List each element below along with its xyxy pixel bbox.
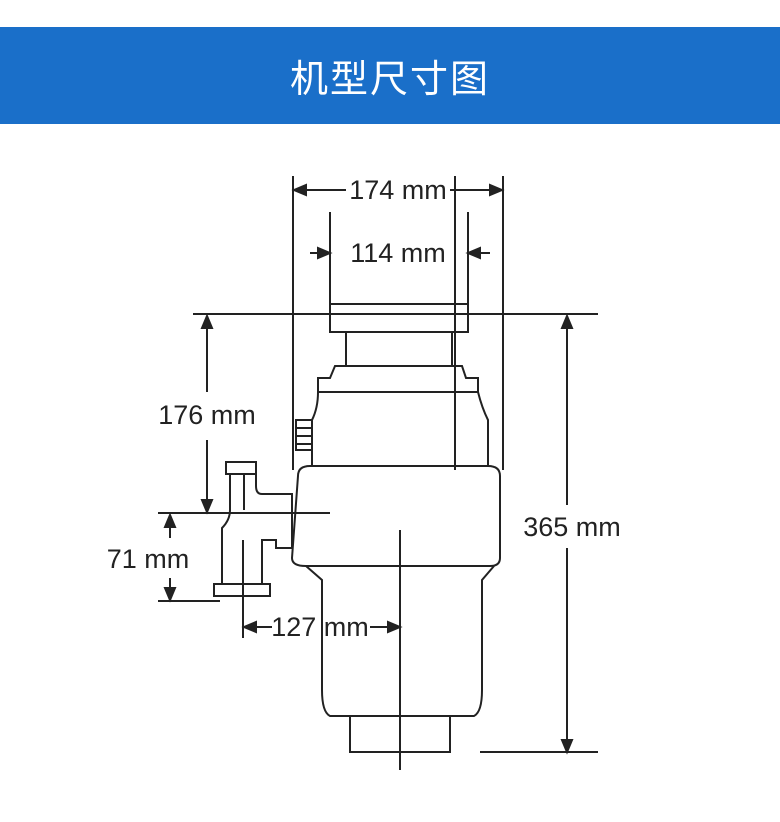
pipe-top-ring <box>225 461 257 475</box>
title-banner: 机型尺寸图 <box>0 27 780 124</box>
dim-label-176: 176 mm <box>158 400 256 430</box>
upper-body <box>311 391 489 467</box>
page-title: 机型尺寸图 <box>289 57 490 101</box>
middle-body <box>290 465 501 567</box>
neck <box>345 331 453 367</box>
dim-label-114: 114 mm <box>350 238 446 268</box>
outlet-pipe <box>221 474 293 585</box>
dim-label-71: 71 mm <box>107 544 190 574</box>
pipe-bottom-ring <box>213 583 271 597</box>
dim-label-365: 365 mm <box>523 512 621 542</box>
dim-label-127: 127 mm <box>271 612 369 642</box>
bottom-cap <box>349 715 451 753</box>
dim-label-174: 174 mm <box>349 175 447 205</box>
top-flange <box>329 303 469 333</box>
